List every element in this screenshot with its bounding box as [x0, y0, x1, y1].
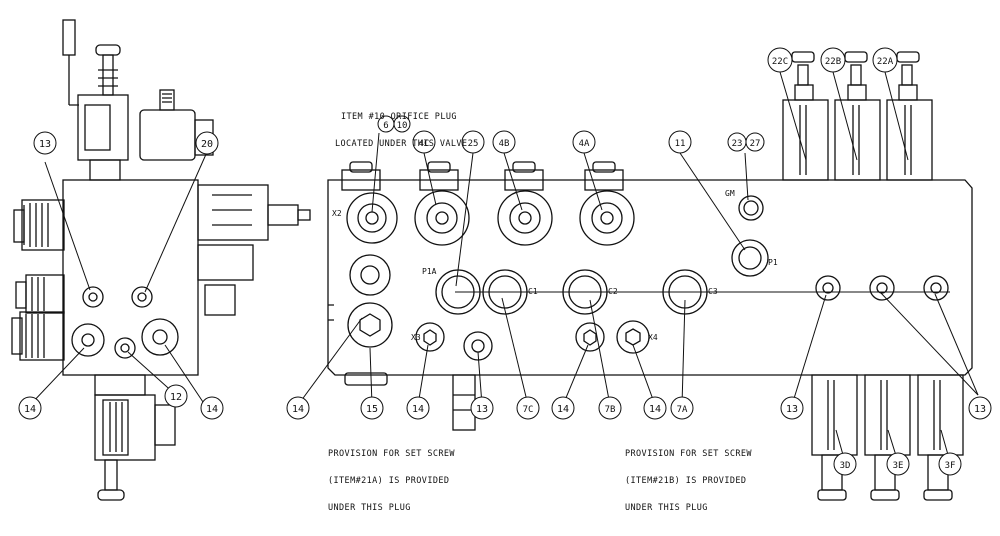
svg-text:20: 20: [201, 139, 213, 150]
balloon-23: 23: [727, 132, 747, 152]
balloon-10: 10: [393, 115, 411, 133]
balloon-7a: 7A: [670, 396, 694, 420]
svg-text:22B: 22B: [825, 57, 841, 67]
svg-text:14: 14: [206, 404, 218, 415]
balloon-14: 14: [286, 396, 310, 420]
side-solenoid-bottom: [94, 374, 176, 501]
left-fittings: [11, 199, 65, 361]
svg-text:3F: 3F: [945, 461, 956, 471]
leader-lines: [29, 71, 979, 463]
setscrew-a-line2: (ITEM#21A) IS PROVIDED: [328, 476, 450, 486]
balloon-7c: 7C: [516, 396, 540, 420]
balloon-11: 11: [668, 130, 692, 154]
svg-text:3E: 3E: [893, 461, 904, 471]
orifice-note-line2: LOCATED UNDER THIS VALVE: [335, 139, 468, 149]
adjusters-bottom: [811, 374, 964, 501]
svg-text:6: 6: [383, 121, 388, 131]
balloon-14: 14: [18, 396, 42, 420]
port-label-x2: X2: [332, 209, 342, 218]
item-balloons: 13 20 14 12 14 6 10 4C 25 4B 4A 11 23 27…: [18, 47, 992, 476]
balloon-4b: 4B: [492, 130, 516, 154]
side-view-block: [62, 179, 199, 376]
svg-text:14: 14: [557, 404, 569, 415]
svg-text:4A: 4A: [579, 139, 590, 149]
balloon-14: 14: [643, 396, 667, 420]
balloon-22c: 22C: [767, 47, 793, 73]
balloon-13: 13: [470, 396, 494, 420]
balloon-4c: 4C: [412, 130, 436, 154]
svg-text:4B: 4B: [499, 139, 510, 149]
setscrew-a-line3: UNDER THIS PLUG: [328, 503, 411, 513]
port-label-p1a: P1A: [422, 267, 437, 276]
svg-text:13: 13: [974, 404, 986, 415]
svg-text:14: 14: [412, 404, 424, 415]
balloon-14: 14: [551, 396, 575, 420]
side-view-ports: [71, 286, 179, 359]
balloon-22a: 22A: [872, 47, 898, 73]
balloon-27: 27: [745, 132, 765, 152]
side-solenoid-top: [62, 19, 214, 181]
svg-text:13: 13: [476, 404, 488, 415]
balloon-22b: 22B: [820, 47, 846, 73]
side-valve-right: [197, 184, 311, 316]
port-label-c2: C2: [608, 287, 618, 296]
svg-text:23: 23: [732, 139, 743, 149]
svg-text:13: 13: [786, 404, 798, 415]
orifice-plug-note: ITEM #10 ORIFICE PLUG LOCATED UNDER THIS…: [335, 95, 467, 158]
svg-text:22A: 22A: [877, 57, 894, 67]
svg-text:7A: 7A: [677, 405, 688, 415]
port-label-gm: GM: [725, 189, 735, 198]
svg-text:14: 14: [292, 404, 304, 415]
setscrew-b-line1: PROVISION FOR SET SCREW: [625, 449, 752, 459]
balloon-12: 12: [164, 384, 188, 408]
balloon-14: 14: [406, 396, 430, 420]
balloon-7b: 7B: [598, 396, 622, 420]
svg-text:14: 14: [649, 404, 661, 415]
svg-text:7C: 7C: [523, 405, 534, 415]
port-label-x3: X3: [411, 333, 421, 342]
svg-text:7B: 7B: [605, 405, 616, 415]
side-view: [11, 19, 311, 501]
balloon-3d: 3D: [833, 452, 857, 476]
svg-text:10: 10: [397, 121, 408, 131]
balloon-25: 25: [461, 130, 485, 154]
port-label-c1: C1: [528, 287, 538, 296]
balloon-14: 14: [200, 396, 224, 420]
svg-text:14: 14: [24, 404, 36, 415]
port-label-p1: P1: [768, 258, 778, 267]
svg-text:3D: 3D: [840, 461, 851, 471]
svg-text:11: 11: [675, 139, 686, 149]
balloon-13: 13: [33, 131, 57, 155]
setscrew-note-a: PROVISION FOR SET SCREW (ITEM#21A) IS PR…: [328, 432, 455, 522]
adjusters-top: [782, 51, 933, 181]
svg-text:12: 12: [170, 392, 182, 403]
orifice-note-line1: ITEM #10 ORIFICE PLUG: [341, 112, 457, 122]
port-label-x4: X4: [648, 333, 658, 342]
front-valve-bores: [346, 190, 635, 246]
svg-text:13: 13: [39, 139, 51, 150]
setscrew-b-line3: UNDER THIS PLUG: [625, 503, 708, 513]
setscrew-b-line2: (ITEM#21B) IS PROVIDED: [625, 476, 747, 486]
balloon-20: 20: [195, 131, 219, 155]
svg-text:27: 27: [750, 139, 761, 149]
svg-text:15: 15: [366, 404, 378, 415]
svg-text:25: 25: [468, 139, 479, 149]
front-top-valves: [341, 161, 624, 191]
port-label-c3: C3: [708, 287, 718, 296]
setscrew-a-line1: PROVISION FOR SET SCREW: [328, 449, 455, 459]
balloon-4a: 4A: [572, 130, 596, 154]
balloon-3f: 3F: [938, 452, 962, 476]
balloon-13: 13: [780, 396, 804, 420]
svg-text:22C: 22C: [772, 57, 788, 67]
balloon-13: 13: [968, 396, 992, 420]
port-labels: X2 P1A C1 C2 C3 X3 X4 GM P1: [332, 189, 778, 342]
balloon-15: 15: [360, 396, 384, 420]
svg-text:4C: 4C: [419, 139, 430, 149]
setscrew-note-b: PROVISION FOR SET SCREW (ITEM#21B) IS PR…: [625, 432, 752, 522]
balloon-3e: 3E: [886, 452, 910, 476]
